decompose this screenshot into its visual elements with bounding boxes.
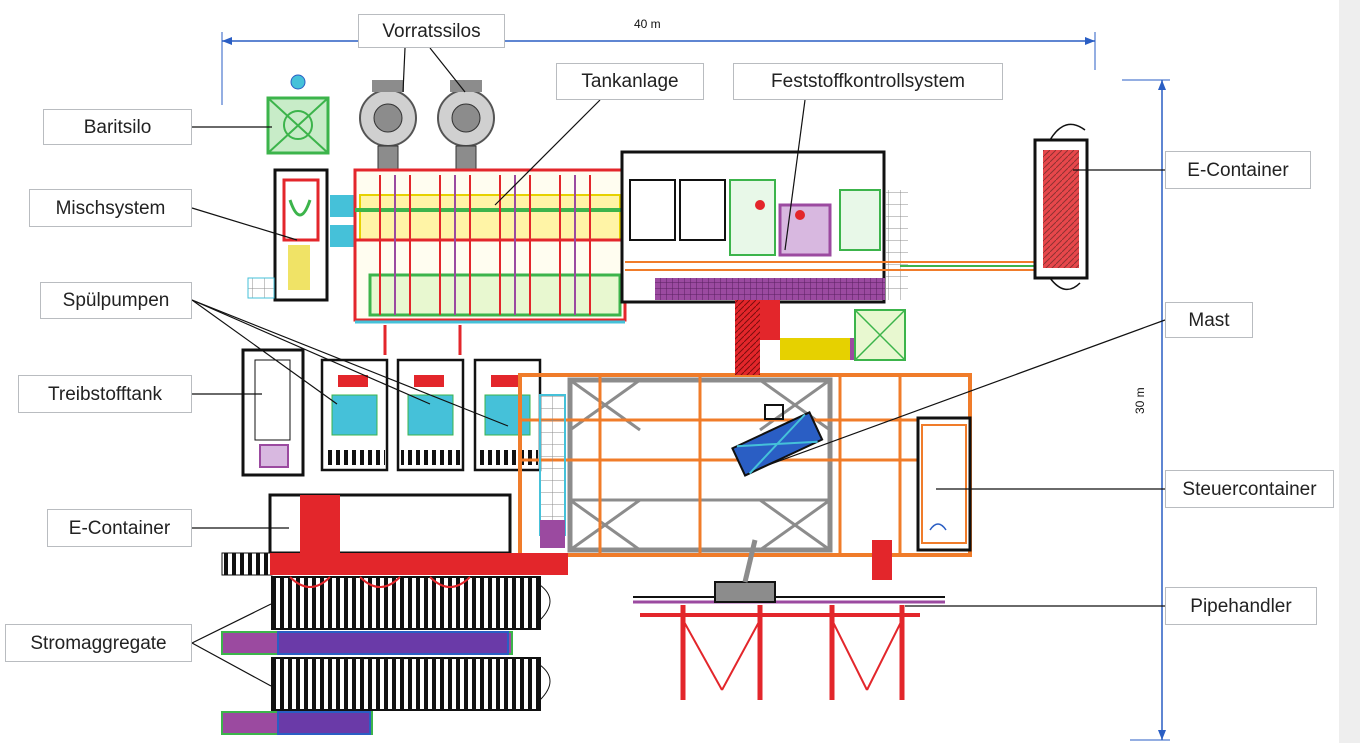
leader-lines — [191, 47, 1166, 687]
solids-control-system — [620, 150, 1035, 304]
mud-pumps — [320, 325, 542, 472]
fuel-tank-unit — [241, 348, 305, 477]
control-container — [872, 416, 972, 580]
label-steuercontainer: Steuercontainer — [1165, 470, 1334, 508]
label-treibstofftank: Treibstofftank — [18, 375, 192, 413]
label-vorratssilos: Vorratssilos — [358, 14, 505, 48]
label-stromaggregate: Stromaggregate — [5, 624, 192, 662]
label-tankanlage: Tankanlage — [556, 63, 704, 100]
label-e-container-left: E-Container — [47, 509, 192, 547]
height-dimension-label: 30 m — [1133, 387, 1147, 414]
substructure — [518, 300, 972, 557]
height-dimension-line — [1122, 79, 1170, 741]
power-generators — [221, 576, 551, 735]
e-container-right-unit — [1033, 123, 1089, 291]
label-baritsilo: Baritsilo — [43, 109, 192, 145]
label-feststoffkontrollsystem: Feststoffkontrollsystem — [733, 63, 1003, 100]
label-e-container-right: E-Container — [1165, 151, 1311, 189]
pipehandler-unit — [633, 539, 945, 700]
label-mast: Mast — [1165, 302, 1253, 338]
baritsilo-unit — [266, 74, 330, 155]
label-spuelpumpen: Spülpumpen — [40, 282, 192, 319]
mast-frame — [731, 411, 824, 477]
side-margin-strip — [1339, 0, 1360, 743]
label-mischsystem: Mischsystem — [29, 189, 192, 227]
width-dimension-label: 40 m — [634, 17, 661, 31]
mixing-system — [247, 168, 355, 302]
label-pipehandler: Pipehandler — [1165, 587, 1317, 625]
tank-system — [353, 168, 627, 324]
e-container-left-unit — [221, 493, 568, 576]
storage-silos — [359, 80, 495, 171]
